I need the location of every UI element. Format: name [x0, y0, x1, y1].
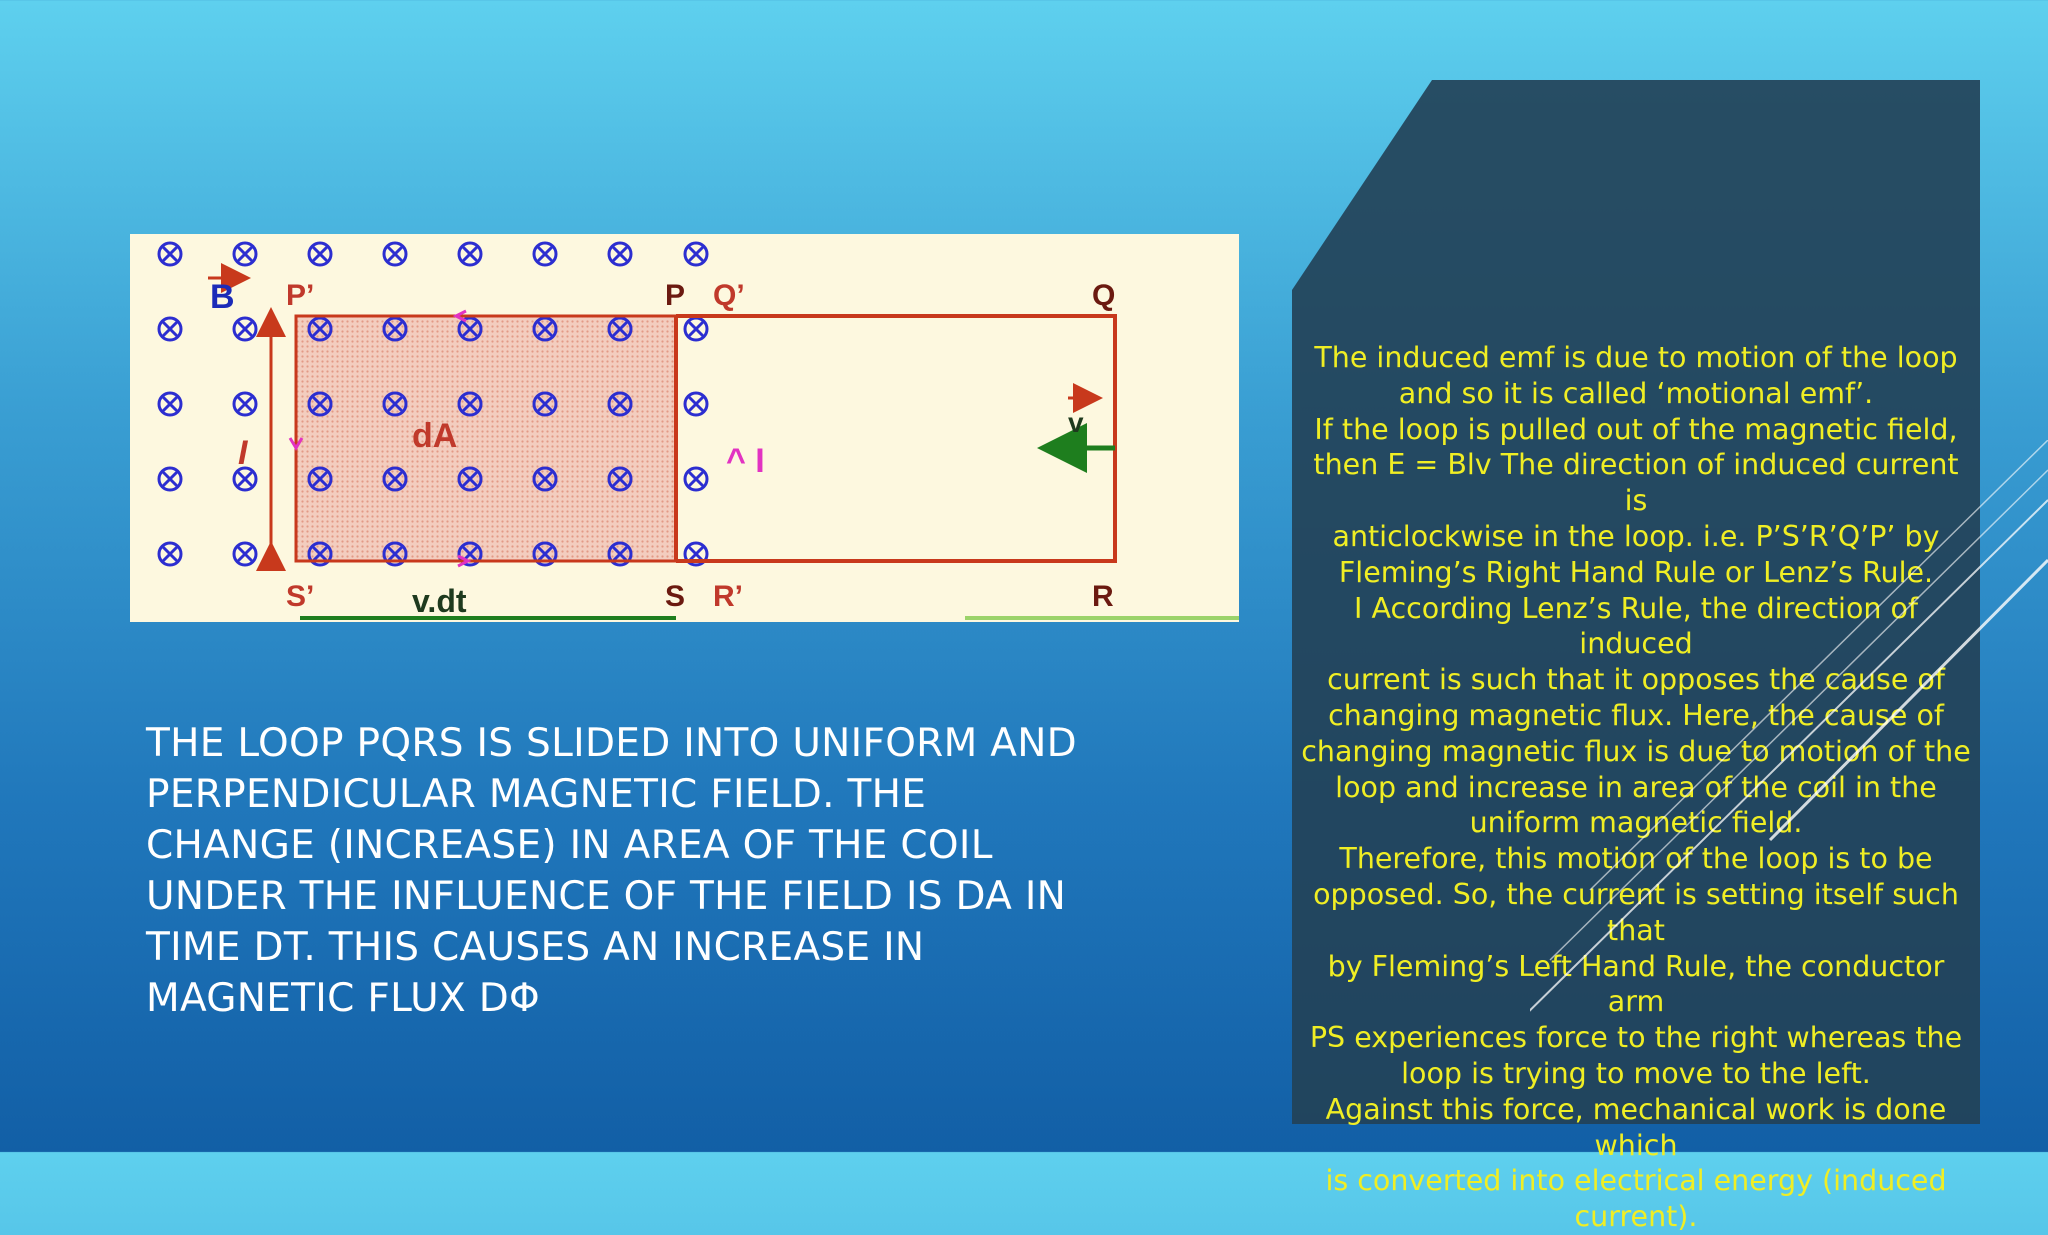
panel-line: PS experiences force to the right wherea…	[1309, 1021, 1963, 1055]
field-into-page-symbol	[232, 391, 258, 417]
field-into-page-symbol	[307, 391, 333, 417]
panel-line: loop and increase in area of the coil in…	[1335, 770, 1937, 804]
label-I-right: ^ I	[726, 442, 765, 480]
explanation-panel	[1292, 80, 1980, 1124]
label-I-left: I	[238, 434, 249, 472]
label-P: P	[665, 279, 685, 312]
label-S-prime: S’	[286, 580, 314, 613]
field-into-page-symbol	[683, 316, 709, 342]
panel-line: then E = Blv The direction of induced cu…	[1313, 448, 1959, 518]
field-into-page-symbol	[683, 466, 709, 492]
field-into-page-symbol	[457, 241, 483, 267]
field-into-page-symbol	[382, 316, 408, 342]
field-into-page-symbol	[607, 316, 633, 342]
field-into-page-symbol	[532, 466, 558, 492]
current-arrow-bottom	[457, 554, 472, 568]
panel-line: Fleming’s Right Hand Rule or Lenz’s Rule…	[1338, 555, 1934, 589]
label-dA: dA	[412, 417, 457, 455]
field-into-page-symbol	[307, 316, 333, 342]
field-into-page-symbol	[307, 541, 333, 567]
panel-line: is converted into electrical energy (ind…	[1325, 1164, 1947, 1198]
panel-line: If the loop is pulled out of the magneti…	[1314, 412, 1958, 446]
field-into-page-symbol	[457, 466, 483, 492]
field-into-page-symbol	[382, 466, 408, 492]
field-into-page-symbol	[232, 241, 258, 267]
label-Q: Q	[1092, 279, 1115, 312]
label-R-prime: R’	[713, 580, 743, 613]
field-into-page-symbol	[532, 391, 558, 417]
current-arrow-left	[288, 437, 304, 451]
field-into-page-symbol	[382, 391, 408, 417]
field-into-page-symbol	[532, 541, 558, 567]
field-into-page-symbol	[607, 541, 633, 567]
label-S: S	[665, 580, 685, 613]
label-B: B	[210, 278, 235, 316]
field-into-page-symbol	[607, 241, 633, 267]
field-into-page-symbol	[532, 316, 558, 342]
label-vdt: v.dt	[412, 583, 467, 619]
shaded-area-dA	[296, 316, 676, 561]
field-into-page-symbol	[157, 466, 183, 492]
panel-line: uniform magnetic field.	[1469, 806, 1803, 840]
label-R: R	[1092, 580, 1114, 613]
panel-line: I According Lenz’s Rule, the direction o…	[1354, 591, 1918, 661]
label-Q-prime: Q’	[713, 279, 745, 312]
panel-line: current is such that it opposes the caus…	[1327, 663, 1945, 697]
field-into-page-symbol	[157, 316, 183, 342]
field-into-page-symbol	[683, 541, 709, 567]
panel-line: loop is trying to move to the left.	[1401, 1056, 1871, 1090]
field-into-page-symbol	[607, 466, 633, 492]
field-into-page-symbol	[232, 541, 258, 567]
field-into-page-symbol	[157, 391, 183, 417]
field-into-page-symbol	[382, 241, 408, 267]
field-into-page-symbol	[457, 316, 483, 342]
magnetic-field-symbols	[157, 241, 709, 567]
panel-line: anticlockwise in the loop. i.e. P’S’R’Q’…	[1332, 519, 1940, 553]
field-into-page-symbol	[457, 391, 483, 417]
label-v: v	[1068, 407, 1084, 438]
field-into-page-symbol	[683, 241, 709, 267]
field-into-page-symbol	[382, 541, 408, 567]
panel-line: Against this force, mechanical work is d…	[1325, 1092, 1947, 1162]
field-into-page-symbol	[157, 541, 183, 567]
field-into-page-symbol	[683, 391, 709, 417]
loop-PQRS	[676, 314, 1117, 563]
main-description: The loop PQRS is slided into uniform and…	[146, 721, 1078, 1021]
panel-line: by Fleming’s Left Hand Rule, the conduct…	[1327, 949, 1945, 1019]
field-into-page-symbol	[307, 241, 333, 267]
decorative-lines	[1530, 440, 2048, 1012]
field-into-page-symbol	[532, 241, 558, 267]
field-into-page-symbol	[232, 316, 258, 342]
panel-line: and so it is called ‘motional emf’.	[1398, 376, 1874, 410]
diagram-svg: B P’ P Q’ Q S’ S R’ R dA v.dt v I ^ I	[157, 241, 1239, 620]
label-P-prime: P’	[286, 279, 314, 312]
panel-line: current).	[1574, 1200, 1698, 1234]
field-into-page-symbol	[607, 391, 633, 417]
field-into-page-symbol	[307, 466, 333, 492]
current-arrow-top	[452, 309, 467, 323]
induction-diagram: B P’ P Q’ Q S’ S R’ R dA v.dt v I ^ I	[130, 234, 1239, 622]
panel-line: Therefore, this motion of the loop is to…	[1339, 842, 1933, 876]
field-into-page-symbol	[157, 241, 183, 267]
panel-line: opposed. So, the current is setting itse…	[1313, 877, 1959, 947]
dA-boundary	[294, 314, 676, 563]
panel-line: The induced emf is due to motion of the …	[1314, 341, 1958, 374]
